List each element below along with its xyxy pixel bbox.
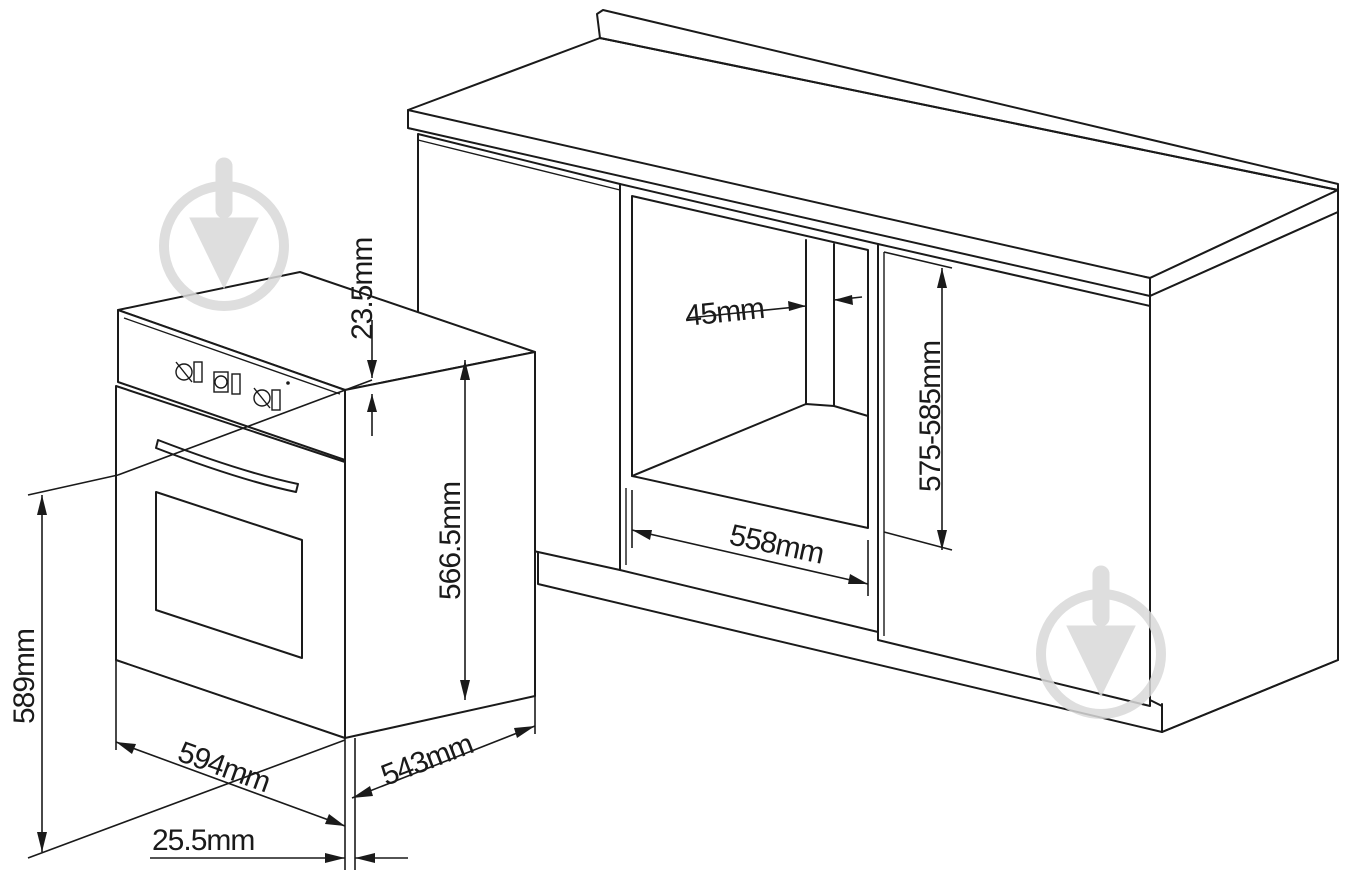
kitchen-cabinet xyxy=(407,9,1339,733)
front-depth-label: 25.5mm xyxy=(152,824,254,857)
knob-icon xyxy=(175,361,203,383)
knob-icon xyxy=(213,371,241,395)
dimension-lines xyxy=(27,251,953,870)
oven-height-label: 589mm xyxy=(8,629,41,724)
download-watermark-icon xyxy=(1036,565,1166,719)
download-watermark-icon xyxy=(159,157,289,311)
niche-side-label: 45mm xyxy=(683,292,765,333)
oven-body-height-label: 566.5mm xyxy=(434,482,467,600)
knob-icon xyxy=(253,381,290,411)
top-gap-label: 23.5mm xyxy=(346,238,379,340)
oven-depth-label: 543mm xyxy=(377,728,478,793)
oven-width-label: 594mm xyxy=(174,736,275,800)
oven xyxy=(115,271,536,739)
niche-height-label: 575-585mm xyxy=(914,341,947,492)
